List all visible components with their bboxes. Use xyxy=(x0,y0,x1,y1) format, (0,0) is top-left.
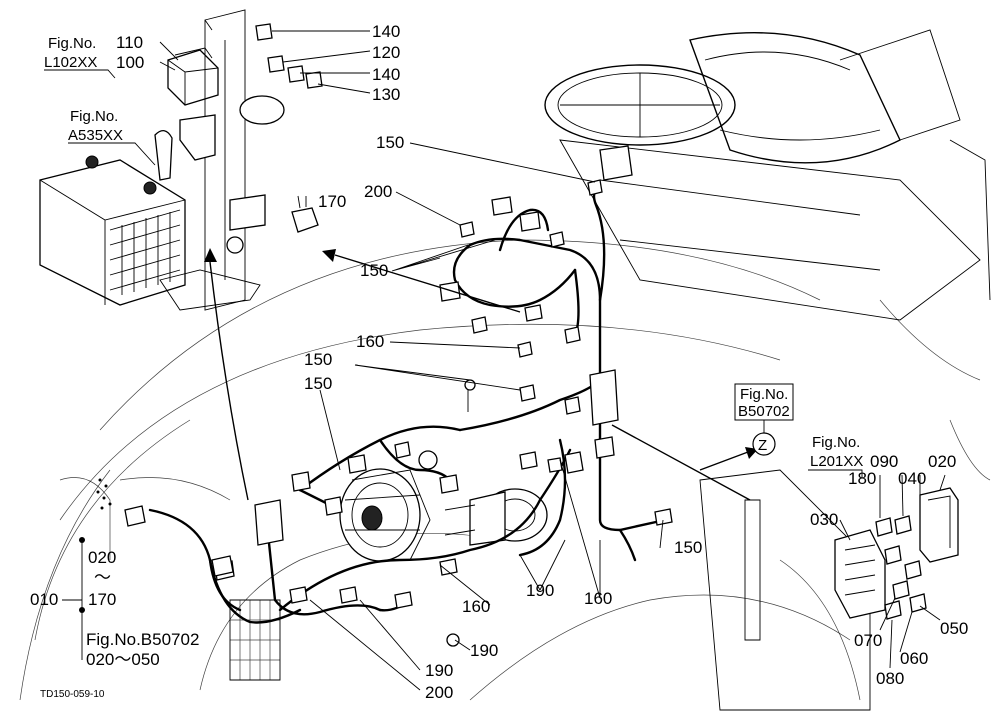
ref-b50702-line1: Fig.No. xyxy=(740,386,788,403)
callout-140-b: 140 xyxy=(372,65,400,84)
reference-labels: Fig.No. L102XX Fig.No. A535XX Fig.No. B5… xyxy=(30,35,863,700)
callout-190-a: 190 xyxy=(526,581,554,600)
range-top: 020 xyxy=(88,548,116,567)
relay-170 xyxy=(291,195,319,233)
grille-pattern xyxy=(96,478,112,510)
callout-030: 030 xyxy=(810,510,838,529)
callout-160-b: 160 xyxy=(584,589,612,608)
callout-120: 120 xyxy=(372,43,400,62)
ref-l201-line2: L201XX xyxy=(810,453,863,470)
figure-ref-z xyxy=(734,383,794,456)
callout-110: 110 xyxy=(116,33,143,52)
callout-080: 080 xyxy=(876,669,904,688)
ref-b50702-line2: B50702 xyxy=(738,403,790,420)
callout-160-mid: 160 xyxy=(356,332,384,351)
leader-lines xyxy=(44,30,946,691)
callout-150-left-2: 150 xyxy=(304,374,332,393)
range-middle: ～ xyxy=(94,568,111,587)
fuse-box xyxy=(167,47,219,106)
callout-200-top: 200 xyxy=(364,182,392,201)
callout-090: 090 xyxy=(870,452,898,471)
figure-code: TD150-059-10 xyxy=(40,689,105,700)
starter-motor xyxy=(444,488,548,546)
alternator xyxy=(339,468,431,562)
callout-180: 180 xyxy=(848,469,876,488)
callout-100: 100 xyxy=(116,53,144,72)
ref-l102-line2: L102XX xyxy=(44,54,97,71)
callout-170: 170 xyxy=(318,192,346,211)
connector-plugs xyxy=(875,515,927,620)
connector-cover xyxy=(919,487,959,563)
ref-z-marker: Z xyxy=(758,437,767,454)
reference-arrows xyxy=(204,248,758,501)
mounting-bracket xyxy=(159,9,285,311)
callout-190-c: 190 xyxy=(425,661,453,680)
callout-150-right: 150 xyxy=(674,538,702,557)
callout-150-mid: 150 xyxy=(360,261,388,280)
callout-140-a: 140 xyxy=(372,22,400,41)
ref-a535-line2: A535XX xyxy=(68,127,123,144)
ref-b50702-note-line2: 020～050 xyxy=(86,650,160,669)
ref-l102-line1: Fig.No. xyxy=(48,35,96,52)
ref-b50702-note-line1: Fig.No.B50702 xyxy=(86,630,199,649)
callout-150-top: 150 xyxy=(376,133,404,152)
relay-fuses xyxy=(255,23,323,89)
steering-wheel-outline xyxy=(544,64,736,146)
range-group: 010 xyxy=(30,590,58,609)
callout-200-bot: 200 xyxy=(425,683,453,702)
part-callouts: 140 120 140 130 110 100 150 200 170 150 … xyxy=(116,22,968,702)
callout-040: 040 xyxy=(898,469,926,488)
callout-150-left-1: 150 xyxy=(304,350,332,369)
range-bottom: 170 xyxy=(88,590,116,609)
callout-190-b: 190 xyxy=(470,641,498,660)
callout-050: 050 xyxy=(940,619,968,638)
tractor-body-outline xyxy=(19,29,991,711)
seat-outline xyxy=(689,32,901,164)
callout-130: 130 xyxy=(372,85,400,104)
harness-connectors xyxy=(124,145,673,647)
callout-060: 060 xyxy=(900,649,928,668)
callout-070: 070 xyxy=(854,631,882,650)
callout-160-a: 160 xyxy=(462,597,490,616)
control-unit xyxy=(834,529,886,619)
ref-l201-line1: Fig.No. xyxy=(812,434,860,451)
callout-020: 020 xyxy=(928,452,956,471)
battery xyxy=(39,130,186,306)
ref-a535-line1: Fig.No. xyxy=(70,108,118,125)
